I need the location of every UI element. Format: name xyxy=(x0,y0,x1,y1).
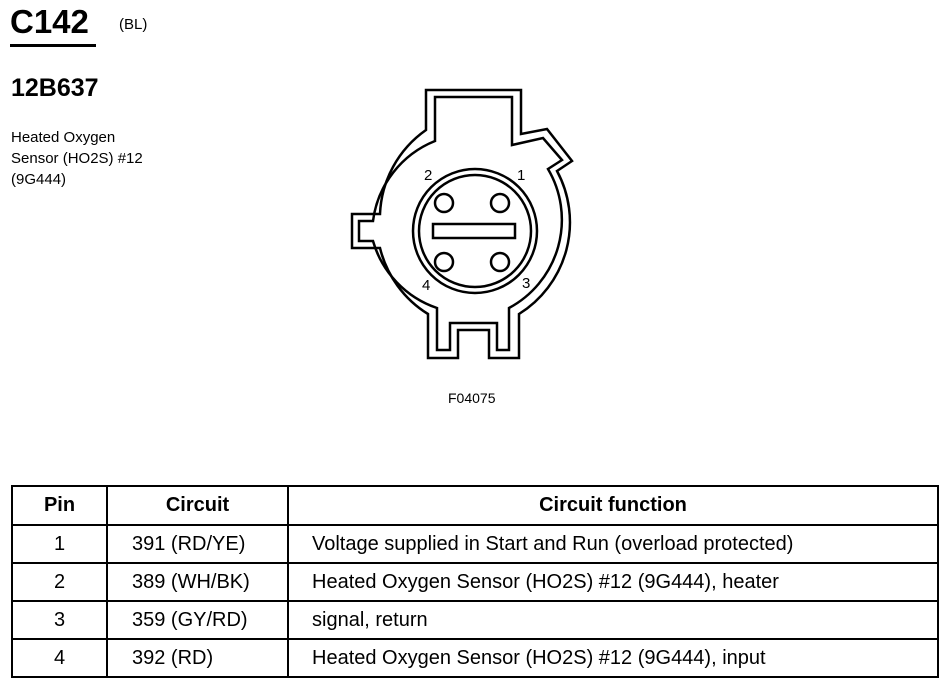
pin-cell: 2 xyxy=(11,562,108,602)
table-header-row: Pin Circuit Circuit function xyxy=(11,485,939,526)
circuit-cell: 359 (GY/RD) xyxy=(106,600,289,640)
pin-3-label: 3 xyxy=(522,275,530,292)
description-line: Heated Oxygen xyxy=(11,129,116,146)
pin-4-cavity xyxy=(433,251,455,273)
center-key-bar xyxy=(431,222,517,240)
pin-2-label: 2 xyxy=(424,167,432,184)
color-code: (BL) xyxy=(119,16,148,33)
circuit-cell: 389 (WH/BK) xyxy=(106,562,289,602)
component-description: Heated Oxygen Sensor (HO2S) #12 (9G444) xyxy=(11,127,191,190)
description-line: Sensor (HO2S) #12 xyxy=(11,150,143,167)
function-cell: signal, return xyxy=(287,600,939,640)
part-number: 12B637 xyxy=(11,74,99,102)
pin-table: Pin Circuit Circuit function 1 391 (RD/Y… xyxy=(11,485,939,678)
function-cell: Heated Oxygen Sensor (HO2S) #12 (9G444),… xyxy=(287,638,939,678)
circuit-cell: 392 (RD) xyxy=(106,638,289,678)
header-pin: Pin xyxy=(11,485,108,526)
pin-4-label: 4 xyxy=(422,277,430,294)
pin-2-cavity xyxy=(433,192,455,214)
function-cell: Heated Oxygen Sensor (HO2S) #12 (9G444),… xyxy=(287,562,939,602)
terminal-insert-outer xyxy=(411,167,539,295)
connector-id: C142 xyxy=(10,3,89,40)
pin-3-cavity xyxy=(489,251,511,273)
pin-cell: 3 xyxy=(11,600,108,640)
header-circuit-function: Circuit function xyxy=(287,485,939,526)
table-row: 3 359 (GY/RD) signal, return xyxy=(11,600,939,640)
header-circuit: Circuit xyxy=(106,485,289,526)
pin-1-cavity xyxy=(489,192,511,214)
pin-1-label: 1 xyxy=(517,167,525,184)
pin-cell: 1 xyxy=(11,524,108,564)
figure-id: F04075 xyxy=(448,390,496,406)
title-underline xyxy=(10,44,96,47)
circuit-cell: 391 (RD/YE) xyxy=(106,524,289,564)
function-cell: Voltage supplied in Start and Run (overl… xyxy=(287,524,939,564)
table-row: 1 391 (RD/YE) Voltage supplied in Start … xyxy=(11,524,939,564)
pin-cell: 4 xyxy=(11,638,108,678)
table-row: 4 392 (RD) Heated Oxygen Sensor (HO2S) #… xyxy=(11,638,939,678)
housing-inner-outline xyxy=(357,95,564,352)
connector-face-diagram: 1 2 3 4 xyxy=(350,88,574,360)
description-line: (9G444) xyxy=(11,171,67,188)
table-row: 2 389 (WH/BK) Heated Oxygen Sensor (HO2S… xyxy=(11,562,939,602)
terminal-insert-inner xyxy=(417,173,533,289)
